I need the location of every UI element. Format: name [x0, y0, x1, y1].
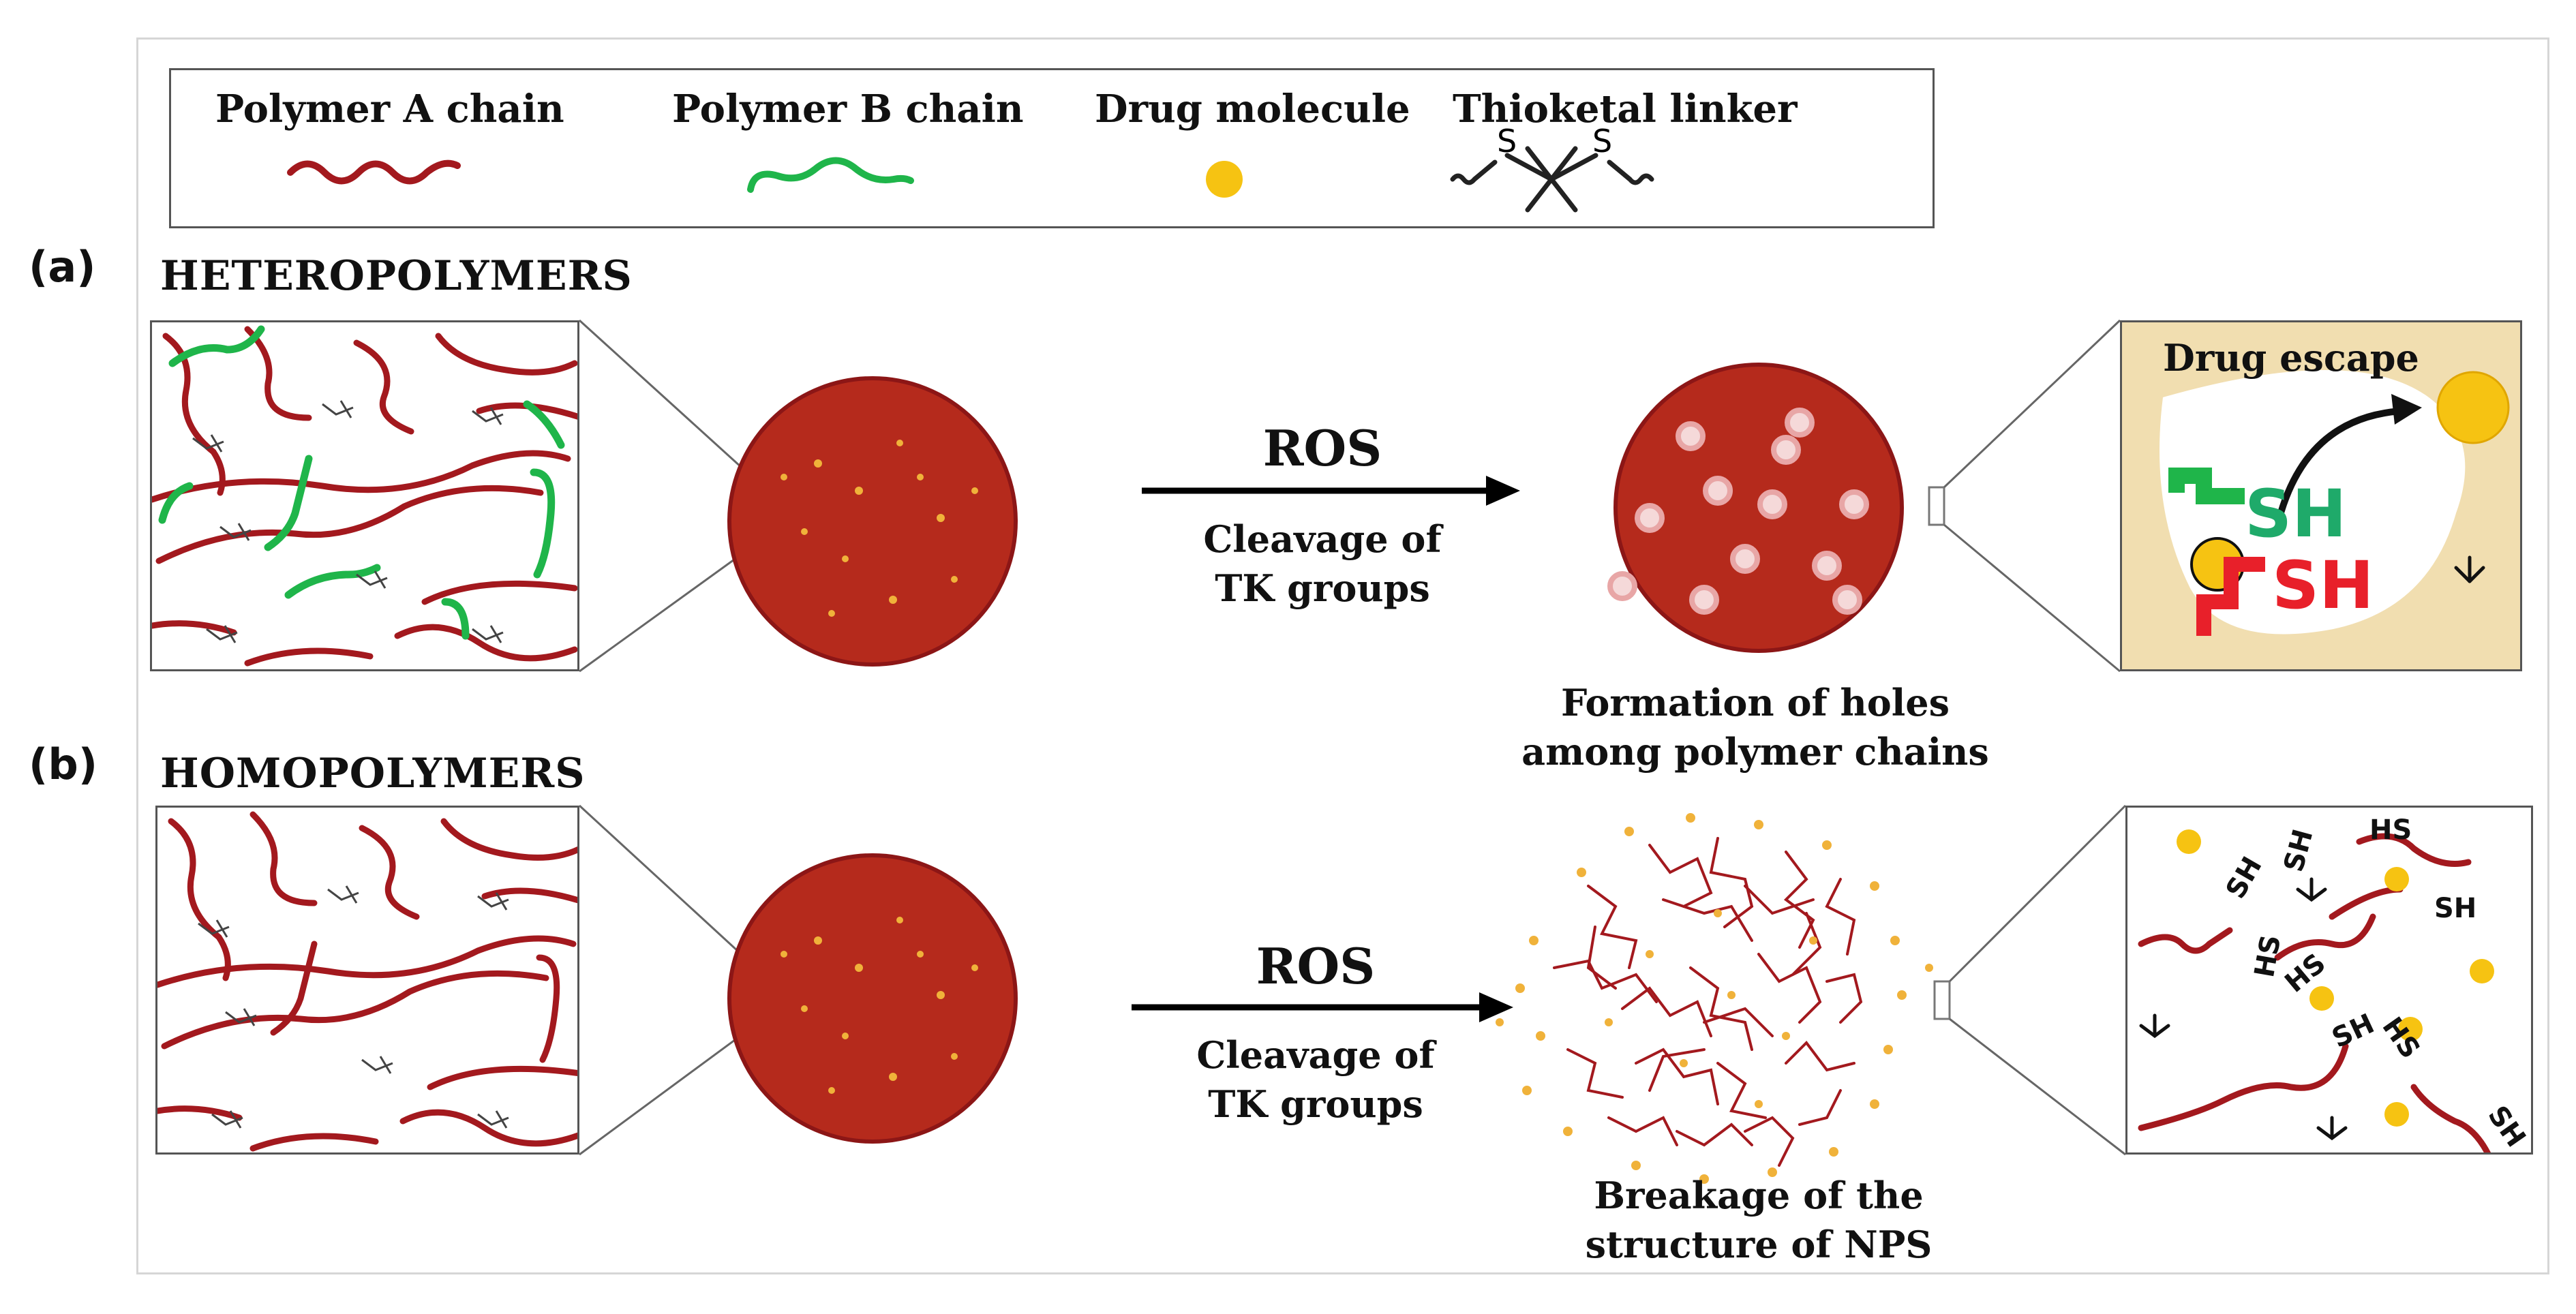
section-b-cleavage-text: Cleavage of TK groups — [1159, 1030, 1472, 1129]
homopolymer-fragment-inset: SH SH HS SH HS HS SH HS SH — [2125, 806, 2533, 1155]
section-b-cleavage-line1: Cleavage of — [1196, 1033, 1435, 1077]
homopolymer-network — [157, 811, 577, 1152]
legend-s2: S — [1592, 123, 1612, 159]
free-drug-dot — [2309, 986, 2334, 1011]
section-b-caption: Breakage of the structure of NPS — [1500, 1171, 2018, 1269]
section-b-caption-line2: structure of NPS — [1585, 1223, 1933, 1266]
heteropolymer-network — [152, 325, 577, 667]
escape-arrow-head — [2391, 394, 2422, 425]
section-a-cleavage-line2: TK groups — [1215, 566, 1430, 610]
free-drug-dot — [2177, 829, 2201, 854]
section-a-arrowhead — [1486, 476, 1520, 506]
nanoparticle-b-drug-specks — [781, 917, 978, 1094]
nanoparticle-a-drug-specks — [781, 440, 978, 617]
section-b-tag: (b) — [29, 739, 98, 789]
sh-label: SH — [2434, 893, 2477, 924]
figure-frame — [136, 37, 2549, 1274]
legend-thioketal-swatch — [1450, 146, 1654, 213]
legend-drug-swatch — [1206, 161, 1243, 198]
nanoparticle-b-intact — [729, 855, 1016, 1142]
section-b-caption-line1: Breakage of the — [1594, 1174, 1924, 1217]
legend-label-thioketal: Thioketal linker — [1453, 87, 1798, 132]
legend-label-polymer-b: Polymer B chain — [672, 87, 1024, 132]
section-b-cleavage-line2: TK groups — [1208, 1082, 1423, 1126]
homopolymer-network-panel — [155, 806, 579, 1155]
section-b-arrow-label: ROS — [1256, 937, 1376, 995]
heteropolymer-network-panel — [150, 320, 579, 671]
legend-polymer-b-swatch — [747, 157, 914, 193]
homopolymer-fragment-graphics — [2138, 829, 2494, 1152]
section-a-tag: (a) — [29, 242, 96, 292]
legend-label-drug: Drug molecule — [1095, 87, 1410, 132]
drug-escape-title: Drug escape — [2163, 336, 2419, 380]
section-a-caption-line1: Formation of holes — [1560, 681, 1950, 724]
free-drug-dot — [2470, 959, 2494, 983]
nanoparticle-a-intact — [729, 378, 1016, 664]
section-b-heading: HOMOPOLYMERS — [160, 750, 586, 797]
legend-label-polymer-a: Polymer A chain — [215, 87, 564, 132]
released-drug-particles — [1496, 813, 1933, 1184]
section-b-arrowhead — [1479, 992, 1513, 1022]
legend: Polymer A chain Polymer B chain Drug mol… — [169, 68, 1935, 228]
legend-s1: S — [1497, 123, 1517, 159]
legend-symbols: S S — [287, 123, 1654, 213]
section-a-cleavage-line1: Cleavage of — [1203, 517, 1442, 561]
drug-escape-inset-graphics — [2160, 370, 2510, 636]
drug-escape-inset: Drug escape SH SH — [2120, 320, 2522, 671]
free-drug-dot — [2384, 1102, 2409, 1127]
section-a-caption-line2: among polymer chains — [1521, 730, 1989, 774]
section-a-arrow-label: ROS — [1262, 419, 1382, 477]
legend-polymer-a-swatch — [287, 159, 461, 185]
section-a-cleavage-text: Cleavage of TK groups — [1166, 515, 1479, 613]
section-a-caption: Formation of holes among polymer chains — [1496, 678, 2014, 776]
free-drug-dot — [2398, 1017, 2423, 1041]
inset-sh-green: SH — [2245, 476, 2347, 552]
disintegrated-nanoparticle — [1553, 837, 1863, 1167]
free-drug-dot — [2384, 867, 2409, 891]
escaped-drug-icon — [2436, 371, 2510, 444]
section-a-heading: HETEROPOLYMERS — [160, 252, 633, 300]
hs-label: HS — [2369, 814, 2412, 846]
nanoparticle-a-hole-marks — [1607, 408, 1869, 615]
inset-sh-red: SH — [2272, 547, 2374, 624]
